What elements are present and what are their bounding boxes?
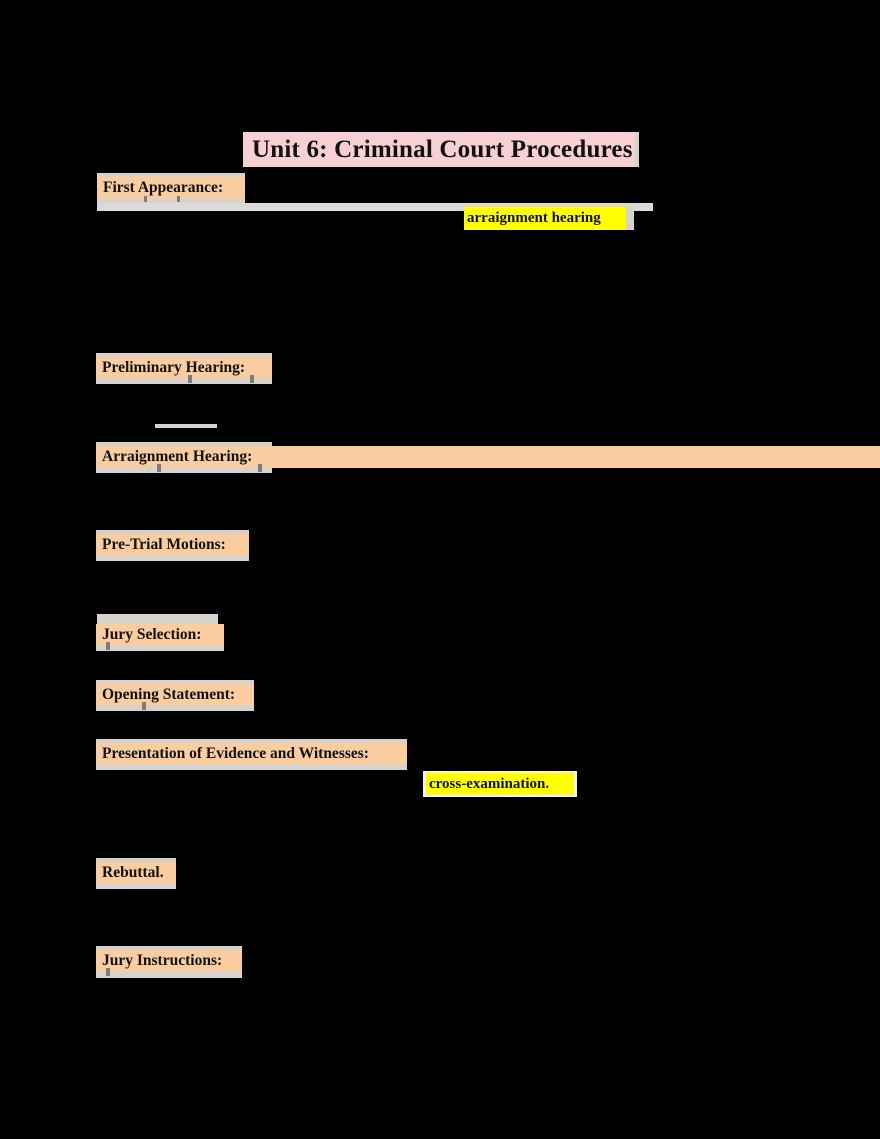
opening-statement-ghost-band-bottom	[96, 706, 254, 711]
heading-opening-statement: Opening Statement:	[96, 684, 254, 706]
opening-statement-descender-tick-1	[142, 702, 146, 710]
presentation-evidence-ghost-band-top	[96, 739, 407, 744]
heading-arraignment-hearing: Arraignment Hearing:	[96, 446, 274, 468]
jury-selection-ghost-band-top	[97, 614, 218, 625]
first-appearance-ghost-band-bottom	[97, 199, 245, 203]
first-appearance-ghost-band-top	[97, 173, 245, 177]
rebuttal-ghost-band-top	[96, 858, 176, 863]
heading-pre-trial-motions: Pre-Trial Motions:	[96, 534, 249, 556]
preliminary-hearing-descender-tick-2	[250, 375, 254, 383]
presentation-evidence-ghost-band-bottom	[96, 765, 407, 770]
document-title: Unit 6: Criminal Court Procedures	[243, 132, 635, 167]
first-appearance-descender-tick-1	[144, 196, 147, 202]
jury-instructions-ghost-band-top	[96, 946, 242, 951]
heading-rebuttal: Rebuttal.	[96, 862, 176, 884]
jury-selection-ghost-band-bottom	[96, 646, 224, 651]
heading-jury-instructions: Jury Instructions:	[96, 950, 242, 972]
preliminary-hearing-ghost-band-top	[96, 353, 272, 358]
pre-trial-motions-ghost-band-bottom	[96, 556, 249, 561]
heading-jury-selection: Jury Selection:	[96, 624, 224, 646]
arraignment-hearing-descender-tick-2	[258, 464, 262, 472]
heading-arraignment-hearing-ghost-top	[96, 442, 272, 447]
opening-statement-ghost-band-top	[96, 680, 254, 685]
rebuttal-ghost-band-bottom	[96, 884, 176, 889]
inline-highlight-cross-examination: cross-examination.	[426, 773, 574, 795]
preliminary-hearing-ghost-band-bottom	[96, 379, 272, 384]
arraignment-hearing-ghost-band	[155, 424, 217, 428]
jury-selection-descender-tick-1	[106, 642, 110, 650]
preliminary-hearing-descender-tick-1	[188, 375, 192, 383]
heading-arraignment-hearing-ghost-bottom	[96, 468, 272, 473]
first-appearance-paragraph-ghost-band	[97, 203, 653, 211]
jury-instructions-descender-tick-1	[106, 968, 110, 976]
title-highlight-sliver	[632, 132, 639, 167]
jury-instructions-ghost-band-bottom	[96, 972, 242, 978]
heading-preliminary-hearing: Preliminary Hearing:	[96, 357, 272, 379]
first-appearance-descender-tick-2	[177, 196, 180, 202]
arraignment-hearing-descender-tick-1	[157, 464, 161, 472]
inline-highlight-arraignment-hearing: arraignment hearing	[464, 207, 626, 230]
heading-first-appearance: First Appearance:	[97, 177, 245, 199]
pre-trial-motions-ghost-band-top	[96, 530, 249, 535]
arraignment-hearing-highlight-sliver	[624, 207, 634, 230]
heading-presentation-of-evidence-and-witnesses: Presentation of Evidence and Witnesses:	[96, 743, 407, 765]
arraignment-hearing-line-highlight	[272, 446, 880, 468]
